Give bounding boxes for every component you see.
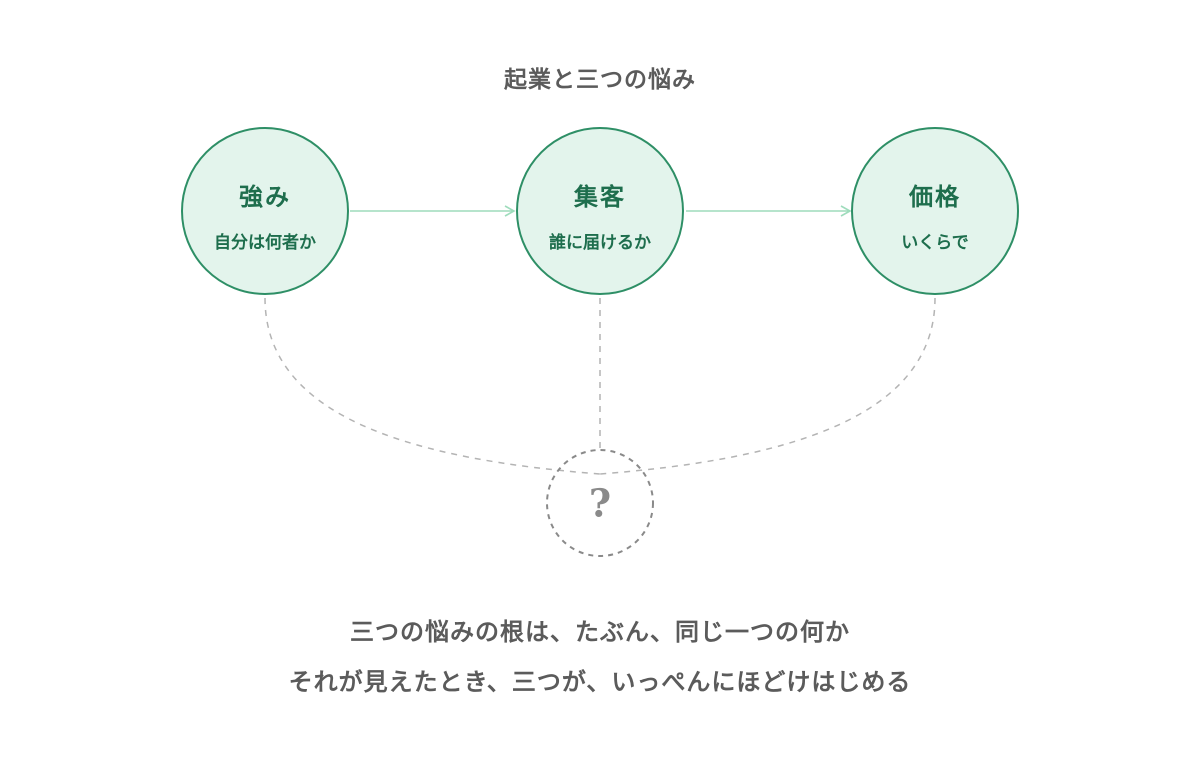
node-price-subtitle: いくらで: [901, 233, 969, 253]
node-strength-subtitle: 自分は何者か: [214, 233, 316, 253]
node-customers-title: 集客: [574, 182, 626, 211]
node-customers: 集客 誰に届けるか: [516, 127, 684, 295]
mystery-circle: [546, 449, 654, 557]
dashed-link-price: [599, 297, 936, 475]
node-price-title: 価格: [909, 182, 961, 211]
message-line-2: それが見えたとき、三つが、いっぺんにほどけはじめる: [288, 667, 912, 696]
dashed-link-strength: [264, 297, 601, 475]
message-line-1: 三つの悩みの根は、たぶん、同じ一つの何か: [350, 617, 850, 646]
question-mark-icon: ?: [588, 480, 612, 526]
node-customers-subtitle: 誰に届けるか: [549, 233, 651, 253]
node-price: 価格 いくらで: [851, 127, 1019, 295]
node-strength-title: 強み: [239, 182, 291, 211]
node-strength: 強み 自分は何者か: [181, 127, 349, 295]
diagram-title: 起業と三つの悩み: [504, 66, 696, 93]
